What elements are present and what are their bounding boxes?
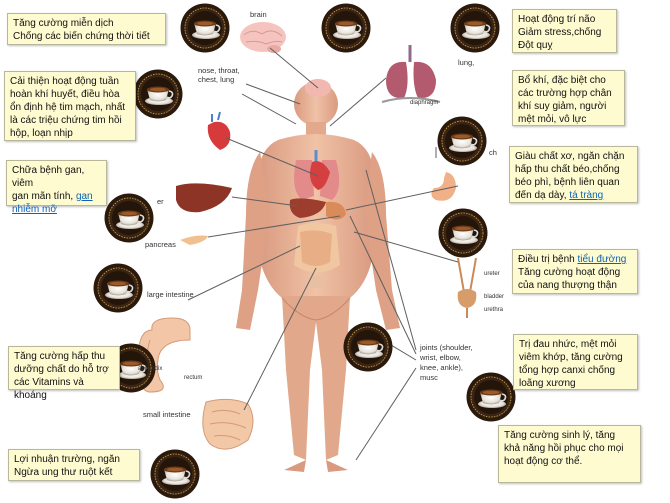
note-diabetes-line-1: Điều trị bệnh — [518, 254, 575, 265]
note-vitality: Tăng cường sinh lý, tăng khả năng hồi ph… — [498, 425, 641, 483]
body-organs — [289, 79, 346, 288]
note-diabetes-line-3: của nang thượng thận — [518, 280, 617, 291]
link-ta-trang[interactable]: tá tràng — [569, 190, 604, 201]
coffee-cup-icon — [104, 193, 154, 243]
organ-small-intestine — [202, 398, 254, 450]
organ-pancreas — [180, 235, 208, 245]
note-heart-line-2: hoàn khí huyết, điều hòa — [10, 89, 120, 100]
note-lung-line-1: Bổ khí, đặc biệt cho — [518, 75, 606, 86]
label-joints-4: musc — [420, 373, 438, 382]
note-brain-line-3: Đột quỵ — [518, 40, 553, 51]
coffee-cup-icon — [438, 208, 488, 258]
note-stomach-line-3: béo phì, bệnh liên quan — [515, 177, 620, 188]
organ-stomach — [431, 172, 456, 201]
organ-heart — [207, 111, 231, 150]
coffee-cup-icon — [321, 3, 371, 53]
label-rectum: rectum — [184, 375, 203, 381]
link-tieu-duong[interactable]: tiểu đường — [577, 254, 627, 265]
label-liver-partial: er — [157, 197, 164, 206]
note-liver-line-1: Chữa bệnh gan, viêm — [12, 165, 85, 189]
note-vitality-line-2: khả năng hồi phục cho mọi — [504, 443, 624, 454]
note-diabetes: Điều trị bệnh tiểu đường Tăng cường hoạt… — [512, 249, 638, 294]
note-immune-line-2: Chống các biến chứng thời tiết — [13, 31, 150, 42]
coffee-cup-icon — [150, 449, 200, 499]
coffee-cup-icon — [437, 116, 487, 166]
note-stomach-line-1: Giàu chất xơ, ngăn chặn — [515, 151, 625, 162]
label-large-intestine: large intestine — [147, 290, 194, 299]
label-lung: lung, — [458, 58, 475, 67]
organ-liver — [176, 183, 232, 213]
note-brain-line-2: Giảm stress,chống — [518, 27, 602, 38]
note-joints-line-4: loãng xương — [519, 378, 576, 389]
label-urethra: urethra — [484, 307, 504, 313]
note-joints-line-2: viêm khớp, tăng cường — [519, 352, 623, 363]
note-lung: Bổ khí, đặc biệt cho các trường hợp chân… — [512, 70, 625, 126]
label-brain: brain — [250, 10, 267, 19]
label-pancreas: pancreas — [145, 240, 176, 249]
label-joints-2: wrist, elbow, — [420, 353, 461, 362]
coffee-cup-icon — [133, 69, 183, 119]
coffee-cup-icon — [450, 3, 500, 53]
note-heart-line-5: hộp, loạn nhịp — [10, 128, 73, 139]
link-gan[interactable]: gan — [75, 191, 93, 202]
label-ureter: ureter — [484, 271, 500, 277]
note-absorb-line-2: dưỡng chất do hỗ trợ — [14, 364, 109, 375]
note-stomach-line-4: đến dạ dày, — [515, 190, 567, 201]
label-chest-lung: chest, lung — [198, 75, 235, 84]
note-liver-line-2: gan mãn tính, — [12, 191, 74, 202]
note-stomach: Giàu chất xơ, ngăn chặn hấp thu chất béo… — [509, 146, 638, 203]
coffee-cup-icon — [466, 372, 516, 422]
note-immune: Tăng cường miễn dịch Chống các biến chứn… — [7, 13, 166, 45]
coffee-cup-icon — [93, 263, 143, 313]
note-joints-line-1: Trị đau nhức, mệt mỏi — [519, 339, 617, 350]
note-brain-line-1: Hoạt động trí não — [518, 14, 596, 25]
note-heart: Cải thiện hoạt động tuần hoàn khí huyết,… — [4, 71, 136, 141]
note-heart-line-3: ổn định hệ tim mạch, nhất — [10, 102, 126, 113]
note-intestine-line-1: Lợi nhuận trường, ngăn — [14, 454, 120, 465]
coffee-cup-icon — [343, 322, 393, 372]
note-intestine-line-2: Ngừa ung thư ruột kết — [14, 467, 113, 478]
note-brain: Hoạt động trí não Giảm stress,chống Đột … — [512, 9, 617, 53]
label-joints-3: knee, ankle), — [420, 363, 463, 372]
label-diaphragm: diaphragm — [410, 100, 439, 106]
note-absorb-line-1: Tăng cường hấp thu — [14, 351, 106, 362]
label-bladder: bladder — [484, 294, 505, 300]
leader-lines — [187, 47, 459, 461]
note-intestine: Lợi nhuận trường, ngăn Ngừa ung thư ruột… — [8, 449, 140, 481]
organ-kidney-system — [457, 257, 477, 318]
human-body — [236, 82, 400, 472]
note-absorb-line-3: các Vitamins và khoáng — [14, 377, 84, 401]
note-heart-line-1: Cải thiện hoạt động tuần — [10, 76, 119, 87]
label-appendix: appendix — [138, 366, 163, 372]
note-stomach-line-2: hấp thu chất béo,chống — [515, 164, 620, 175]
organ-lungs — [381, 45, 441, 103]
label-stomach-partial: ch — [489, 148, 497, 157]
note-joints: Trị đau nhức, mệt mỏi viêm khớp, tăng cư… — [513, 334, 638, 390]
note-lung-line-2: các trường hợp chân — [518, 88, 612, 99]
coffee-cup-icon — [180, 3, 230, 53]
note-joints-line-3: tổng hợp canxi chống — [519, 365, 616, 376]
note-lung-line-3: khí suy giảm, người — [518, 101, 607, 112]
link-nhiem-mo[interactable]: nhiễm mỡ — [12, 204, 57, 215]
label-small-intestine: small intestine — [143, 410, 191, 419]
note-diabetes-line-2: Tăng cường hoạt động — [518, 267, 621, 278]
label-joints-1: joints (shoulder, — [420, 343, 473, 352]
note-liver: Chữa bệnh gan, viêm gan mãn tính, gan nh… — [6, 160, 107, 215]
note-heart-line-4: là các triệu chứng tim hồi — [10, 115, 122, 126]
note-absorb: Tăng cường hấp thu dưỡng chất do hỗ trợ … — [8, 346, 120, 401]
note-vitality-line-1: Tăng cường sinh lý, tăng — [504, 430, 616, 441]
label-nose-throat: nose, throat, — [198, 66, 240, 75]
note-lung-line-4: mệt mỏi, vô lực — [518, 114, 587, 125]
note-vitality-line-3: hoạt động cơ thể. — [504, 456, 583, 467]
organ-brain — [240, 22, 286, 53]
note-immune-line-1: Tăng cường miễn dịch — [13, 18, 114, 29]
